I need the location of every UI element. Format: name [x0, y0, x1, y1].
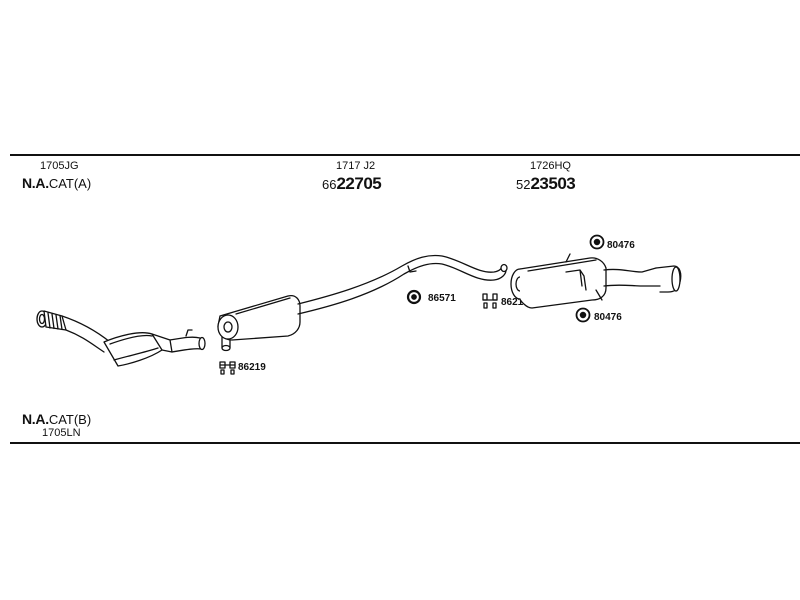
cat-a-title-rest: CAT(A) — [48, 176, 92, 191]
hanger-top-icon — [589, 234, 605, 250]
front-catalytic-converter — [36, 310, 206, 367]
rear-part-number: 5223503 — [516, 174, 576, 194]
top-rule — [10, 154, 800, 156]
cat-a-title-bold: N.A. — [22, 175, 49, 191]
cat-b-title-rest: CAT(B) — [48, 412, 92, 427]
cat-b-title: N.A.CAT(B) — [22, 411, 91, 429]
cat-a-title: N.A.CAT(A) — [22, 175, 91, 193]
middle-muffler-pipe — [217, 254, 508, 352]
hanger-bottom-icon — [575, 307, 591, 323]
clamp-front-label: 86219 — [238, 362, 266, 373]
cat-a-code: 1705JG — [40, 160, 79, 172]
middle-number: 22705 — [336, 174, 382, 193]
hanger-top-label: 80476 — [607, 240, 635, 251]
rear-number: 23503 — [530, 174, 576, 193]
ring-mid-icon — [406, 289, 422, 305]
clamp-mid-icon — [482, 293, 498, 309]
clamp-mid-label: 86219 — [501, 297, 529, 308]
middle-part-number: 6622705 — [322, 174, 382, 194]
middle-prefix: 66 — [322, 177, 337, 192]
cat-b-title-bold: N.A. — [22, 411, 49, 427]
rear-muffler-tailpipe — [510, 253, 682, 309]
hanger-bottom-label: 80476 — [594, 312, 622, 323]
rear-code: 1726HQ — [530, 160, 571, 172]
clamp-front-icon — [219, 361, 236, 375]
bottom-rule — [10, 442, 800, 444]
rear-prefix: 52 — [516, 177, 531, 192]
ring-mid-label: 86571 — [428, 293, 456, 304]
cat-b-code: 1705LN — [42, 427, 81, 439]
middle-code: 1717 J2 — [336, 160, 376, 172]
